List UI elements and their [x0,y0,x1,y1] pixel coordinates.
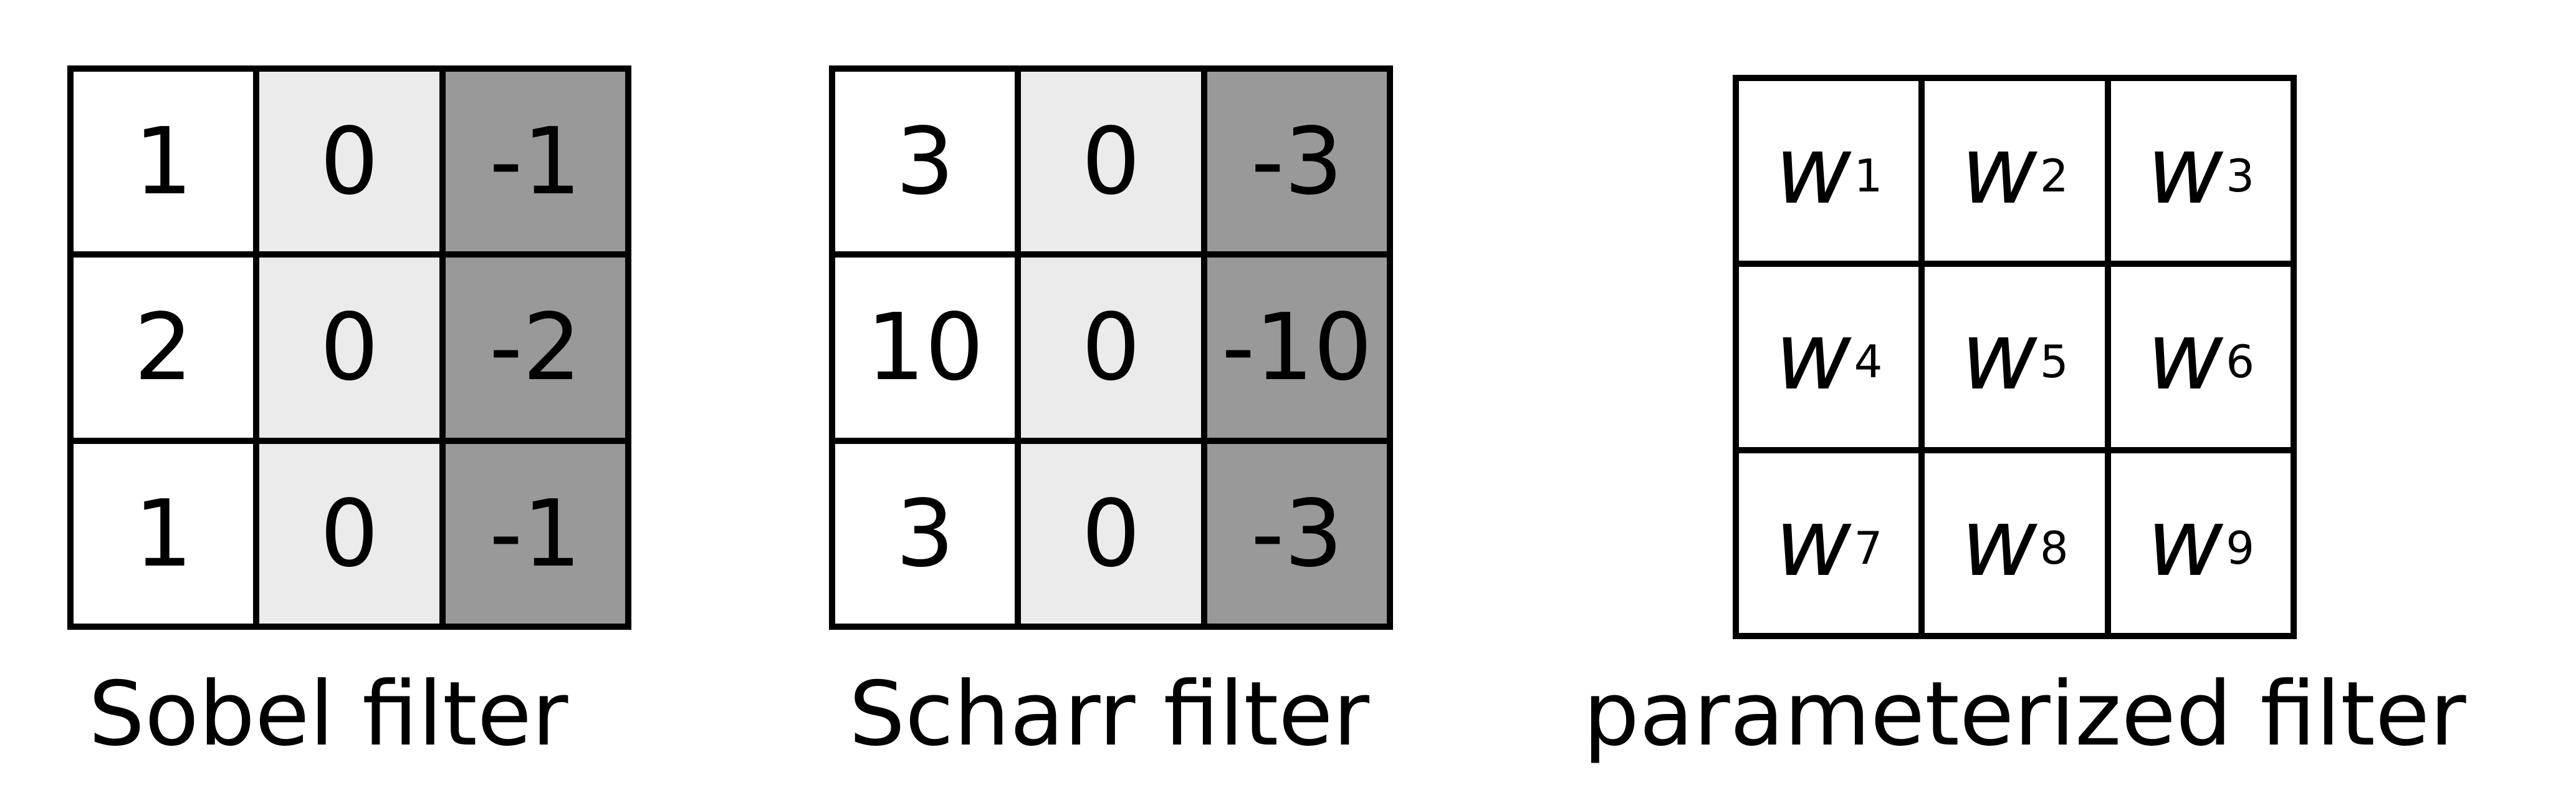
scharr-cell-r1c1: 3 [835,72,1022,258]
weight-index: 5 [2039,335,2069,388]
sobel-cell-r3c3: -1 [445,443,631,630]
weight-index: 2 [2039,150,2069,203]
scharr-cell-r2c2: 0 [1021,258,1207,444]
parameterized-caption: parameterized filter [1583,663,2466,766]
scharr-filter-grid: 3 0 -3 10 0 -10 3 0 -3 [829,65,1393,630]
sobel-cell-r1c3: -1 [445,72,631,258]
scharr-cell-r3c1: 3 [835,443,1022,630]
weight-variable: w [2147,488,2224,597]
scharr-cell-r2c1: 10 [835,258,1022,444]
weight-index: 9 [2226,521,2255,574]
sobel-cell-r2c1: 2 [74,258,260,444]
sobel-filter-grid: 1 0 -1 2 0 -2 1 0 -1 [67,65,631,630]
scharr-cell-r2c3: -10 [1207,258,1393,444]
scharr-cell-r3c2: 0 [1021,443,1207,630]
weight-variable: w [1961,488,2037,597]
sobel-cell-r1c2: 0 [259,72,446,258]
weight-index: 1 [1854,150,1883,203]
weight-index: 4 [1854,335,1883,388]
weight-variable: w [1774,302,1852,412]
weight-variable: w [1774,117,1852,226]
weight-variable: w [1961,117,2037,226]
weight-index: 3 [2226,150,2255,203]
weight-variable: w [2147,117,2224,226]
scharr-cell-r1c3: -3 [1207,72,1393,258]
sobel-cell-r2c2: 0 [259,258,446,444]
sobel-cell-r2c3: -2 [445,258,631,444]
weight-variable: w [1774,488,1852,597]
scharr-cell-r3c3: -3 [1207,443,1393,630]
sobel-cell-r3c2: 0 [259,443,446,630]
sobel-cell-r1c1: 1 [74,72,260,258]
weight-index: 6 [2226,335,2255,388]
weight-index: 7 [1854,521,1883,574]
weight-index: 8 [2039,521,2069,574]
weight-variable: w [2147,302,2224,412]
weight-variable: w [1961,302,2037,412]
sobel-caption: Sobel filter [89,663,568,766]
scharr-caption: Scharr filter [849,663,1369,766]
sobel-cell-r3c1: 1 [74,443,260,630]
scharr-cell-r1c2: 0 [1021,72,1207,258]
